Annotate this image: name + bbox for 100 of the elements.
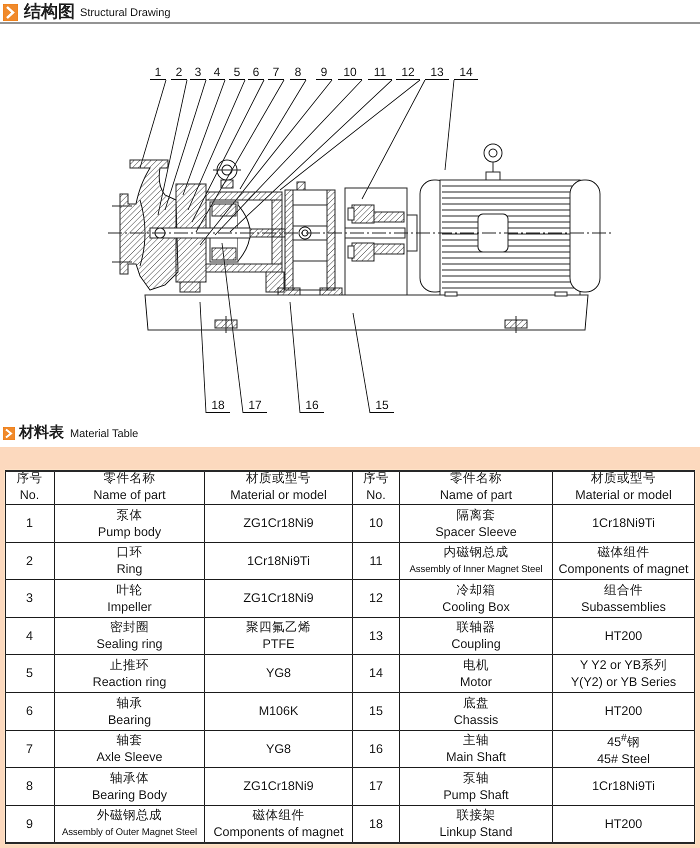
- cell-text: 泵轴: [463, 770, 489, 786]
- cell-text: Sealing ring: [96, 636, 162, 653]
- callout-number: 7: [268, 66, 284, 80]
- cell-text: M106K: [258, 703, 298, 720]
- cell-text: HT200: [604, 628, 642, 644]
- leader-line: [222, 242, 244, 414]
- callout-number: 13: [425, 66, 449, 80]
- cell-text: 16: [369, 740, 383, 758]
- cell-text: 8: [26, 778, 33, 795]
- cell-text: Bearing: [108, 712, 152, 728]
- cell-text: 17: [369, 778, 383, 795]
- cell-text: 45# Steel: [597, 751, 650, 768]
- cell-text: 1: [26, 515, 33, 532]
- cell-text: 4: [26, 628, 33, 644]
- cell-text: Motor: [460, 674, 492, 690]
- section-title: 结构图: [24, 2, 75, 22]
- cell-text: 止推环: [110, 656, 149, 674]
- callout-number: 3: [190, 66, 206, 80]
- cell-text: 密封圈: [110, 619, 149, 636]
- cell-text: 12: [369, 590, 383, 607]
- cell-text: 13: [369, 628, 383, 644]
- leader-line: [290, 302, 300, 414]
- cell-text: 内磁钢总成: [444, 544, 508, 561]
- cell-text: 5: [26, 665, 33, 682]
- cell-text: Pump body: [98, 524, 162, 540]
- callout-number: 8: [290, 66, 306, 80]
- leader-line: [214, 80, 362, 236]
- header-text: 材质或型号: [246, 470, 311, 487]
- leader-line: [362, 80, 426, 200]
- callout-number: 10: [338, 66, 362, 80]
- callout-number: 11: [368, 66, 392, 80]
- cell-text: 轴套: [116, 732, 142, 749]
- callout-number: 9: [316, 66, 332, 80]
- cell-text: YG8: [266, 665, 291, 682]
- cell-text: 1Cr18Ni9Ti: [247, 552, 310, 570]
- cell-text: 底盘: [463, 694, 489, 712]
- leader-line: [158, 80, 188, 216]
- cell-text: Bearing Body: [92, 786, 168, 804]
- leader-line: [280, 80, 420, 190]
- header-text: 零件名称: [104, 470, 156, 487]
- cell-text: ZG1Cr18Ni9: [243, 515, 314, 532]
- cell-text: Main Shaft: [446, 749, 506, 766]
- cell-text: Coupling: [451, 636, 501, 653]
- cell-text: 15: [369, 703, 383, 720]
- leader-line: [164, 80, 206, 210]
- header-text: Material or model: [230, 487, 327, 504]
- cell-text: 联接架: [456, 807, 496, 824]
- cell-text: HT200: [604, 816, 642, 832]
- header-text: 序号: [363, 470, 389, 487]
- cell-text: ZG1Cr18Ni9: [243, 778, 314, 795]
- cell-text: Chassis: [454, 712, 498, 728]
- header-text: Name of part: [440, 487, 512, 504]
- leader-line: [182, 80, 226, 196]
- cell-text: 主轴: [463, 732, 489, 749]
- cell-text: 11: [370, 552, 382, 570]
- header-text: 材质或型号: [591, 470, 656, 487]
- section-subtitle: Structural Drawing: [80, 6, 170, 20]
- cell-text: Subassemblies: [581, 598, 666, 616]
- callout-number: 2: [171, 66, 187, 80]
- header-text: No.: [366, 487, 386, 504]
- cell-text: 2: [26, 552, 33, 570]
- cell-text: 7: [26, 740, 33, 758]
- cell-text: 3: [26, 590, 33, 607]
- callout-number: 18: [206, 399, 230, 413]
- cell-text: 电机: [463, 656, 489, 674]
- leader-line: [188, 80, 246, 210]
- cell-text: 组合件: [604, 582, 643, 598]
- callout-number: 5: [229, 66, 245, 80]
- cell-text: 14: [369, 665, 383, 682]
- callout-number: 15: [370, 399, 394, 413]
- cell-text: Y(Y2) or YB Series: [570, 674, 676, 690]
- callout-number: 6: [248, 66, 264, 80]
- cell-text: Axle Sleeve: [96, 749, 162, 766]
- cell-text: 联轴器: [456, 619, 496, 636]
- cell-text: Cooling Box: [442, 598, 510, 616]
- cell-text: 磁体组件: [252, 807, 304, 824]
- cell-text: 泵体: [116, 506, 142, 524]
- cell-text: 外磁钢总成: [97, 807, 162, 824]
- section-subtitle: Material Table: [70, 427, 138, 441]
- callout-number: 14: [454, 66, 478, 80]
- header-text: Material or model: [575, 487, 672, 504]
- cell-text: Spacer Sleeve: [435, 524, 517, 540]
- cell-text: YG8: [266, 740, 291, 758]
- cell-text: Components of magnet: [558, 561, 688, 578]
- leader-line: [196, 80, 284, 232]
- cell-text: 10: [369, 515, 383, 532]
- cell-text: 叶轮: [116, 582, 142, 598]
- leader-line: [200, 80, 332, 246]
- cell-text: 9: [26, 816, 33, 832]
- callout-number: 1: [150, 66, 166, 80]
- cell-text: 1Cr18Ni9Ti: [592, 515, 655, 532]
- cell-text: 18: [369, 816, 383, 832]
- callout-number: 16: [300, 399, 324, 413]
- cell-text: PTFE: [262, 636, 294, 653]
- cell-text: 隔离套: [456, 506, 496, 524]
- callout-number: 12: [396, 66, 420, 80]
- header-text: 序号: [16, 470, 42, 487]
- cell-text: 45$^{#}$钢: [607, 732, 640, 752]
- cell-text: 磁体组件: [598, 544, 650, 561]
- leader-line: [352, 312, 370, 414]
